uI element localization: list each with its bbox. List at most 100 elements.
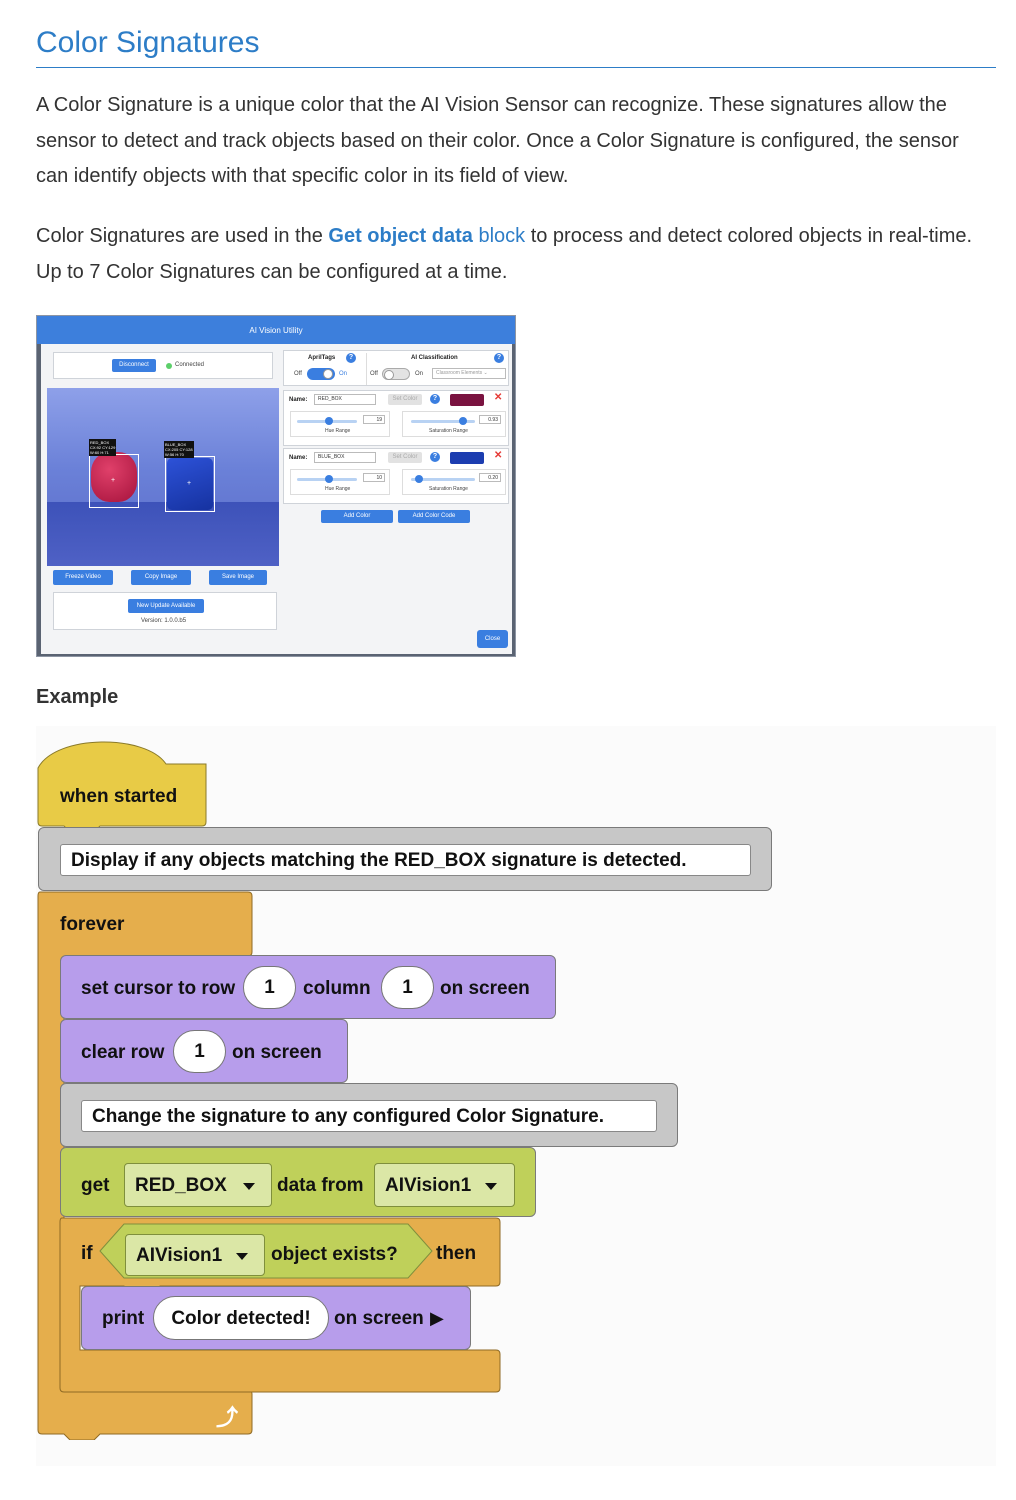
connected-status-label: Connected xyxy=(175,362,205,368)
clear-row-label: clear row xyxy=(81,1042,165,1063)
ai-vision-utility-screenshot: AI Vision Utility Disconnect Connected R… xyxy=(36,315,516,657)
on-screen-label-2: on screen xyxy=(232,1042,322,1063)
usage-text-end: to process and detect colored objects in… xyxy=(36,225,973,283)
sig2-hue-label: Hue Range xyxy=(325,486,351,492)
sig1-hue-slider-knob[interactable] xyxy=(325,417,333,425)
sig1-color-swatch[interactable] xyxy=(450,394,484,406)
comment-2-text[interactable]: Change the signature to any configured C… xyxy=(81,1100,657,1132)
copy-image-button[interactable]: Copy Image xyxy=(131,570,191,585)
apriltags-on-label: On xyxy=(339,371,348,377)
clear-row-input[interactable]: 1 xyxy=(173,1030,226,1073)
loop-arrow-icon: ⤴ xyxy=(216,1405,239,1430)
get-label: get xyxy=(81,1175,110,1196)
usage-text-start: Color Signatures are used in the xyxy=(36,225,329,247)
add-color-code-button[interactable]: Add Color Code xyxy=(398,510,470,523)
sig2-name-label: Name: xyxy=(289,455,308,461)
usage-paragraph: Color Signatures are used in the Get obj… xyxy=(36,219,996,290)
if-label: if xyxy=(81,1243,93,1264)
version-label: Version: 1.0.0.b5 xyxy=(141,618,187,624)
sig2-saturation-box: 0.20 Saturation Range xyxy=(402,469,506,495)
freeze-video-button[interactable]: Freeze Video xyxy=(53,570,113,585)
sig2-saturation-label: Saturation Range xyxy=(429,486,468,492)
print-text-input[interactable]: Color detected! xyxy=(153,1296,329,1340)
ai-class-select[interactable]: Classroom Elements ⌄ xyxy=(432,368,506,379)
toggles-panel: AprilTags ? Off On AI Classification ? O… xyxy=(283,350,509,386)
column-input[interactable]: 1 xyxy=(381,966,434,1009)
apriltags-help-icon[interactable]: ? xyxy=(346,353,356,363)
save-image-button[interactable]: Save Image xyxy=(209,570,267,585)
if-sensor-dropdown[interactable]: AIVision1 xyxy=(125,1234,265,1276)
signature-panel-red: Name: RED_BOX Set Color ? ✕ 19 Hue Range… xyxy=(283,390,509,446)
utility-window-title: AI Vision Utility xyxy=(37,316,515,344)
sig1-saturation-slider-knob[interactable] xyxy=(459,417,467,425)
intro-paragraph: A Color Signature is a unique color that… xyxy=(36,94,959,187)
add-color-button[interactable]: Add Color xyxy=(321,510,393,523)
disconnect-button[interactable]: Disconnect xyxy=(112,359,156,372)
red-box-center-marker-icon: + xyxy=(111,477,116,484)
sig2-set-color-button[interactable]: Set Color xyxy=(388,452,422,463)
set-cursor-block[interactable] xyxy=(60,955,556,1019)
sig2-delete-icon[interactable]: ✕ xyxy=(494,450,503,461)
connected-status-dot-icon xyxy=(166,363,172,369)
title-divider xyxy=(36,67,996,68)
sensor-dropdown[interactable]: AIVision1 xyxy=(374,1163,515,1207)
toggle-divider xyxy=(366,353,367,385)
get-object-data-link[interactable]: Get object data block xyxy=(328,225,526,247)
sig1-name-input[interactable]: RED_BOX xyxy=(314,394,376,405)
ai-class-on-label: On xyxy=(415,371,424,377)
sig1-saturation-label: Saturation Range xyxy=(429,428,468,434)
signature-dropdown[interactable]: RED_BOX xyxy=(124,1163,272,1207)
forever-block[interactable] xyxy=(36,890,256,1440)
apriltags-off-label: Off xyxy=(294,371,302,377)
sig2-name-input[interactable]: BLUE_BOX xyxy=(314,452,376,463)
example-heading: Example xyxy=(36,686,119,708)
apriltags-toggle[interactable] xyxy=(307,368,335,380)
ai-classification-help-icon[interactable]: ? xyxy=(494,353,504,363)
sig1-set-color-button[interactable]: Set Color xyxy=(388,394,422,405)
blue-box-object xyxy=(167,458,213,510)
on-screen-label-3: on screen xyxy=(334,1308,424,1329)
connection-panel: Disconnect Connected xyxy=(53,352,273,379)
update-panel: New Update Available Version: 1.0.0.b5 xyxy=(53,592,277,630)
sig1-help-icon[interactable]: ? xyxy=(430,394,440,404)
sig1-saturation-value[interactable]: 0.93 xyxy=(479,415,501,424)
sig1-saturation-box: 0.93 Saturation Range xyxy=(402,411,506,437)
apriltags-label: AprilTags xyxy=(308,355,336,361)
forever-label: forever xyxy=(60,914,125,935)
sig1-hue-value[interactable]: 19 xyxy=(363,415,385,424)
sig2-saturation-value[interactable]: 0.20 xyxy=(479,473,501,482)
sig1-delete-icon[interactable]: ✕ xyxy=(494,392,503,403)
when-started-hat-block[interactable] xyxy=(36,738,212,830)
chevron-down-icon xyxy=(236,1253,248,1260)
chevron-down-icon xyxy=(243,1183,255,1190)
sig2-saturation-slider[interactable] xyxy=(411,478,475,481)
page-title: Color Signatures xyxy=(36,26,260,59)
sig2-hue-slider-knob[interactable] xyxy=(325,475,333,483)
comment-1-text[interactable]: Display if any objects matching the RED_… xyxy=(60,844,751,876)
object-exists-label: object exists? xyxy=(271,1244,398,1265)
sig2-help-icon[interactable]: ? xyxy=(430,452,440,462)
expand-arrow-icon[interactable]: ▶ xyxy=(430,1308,444,1328)
sig2-hue-box: 10 Hue Range xyxy=(290,469,390,495)
row-input[interactable]: 1 xyxy=(243,966,296,1009)
ai-classification-label: AI Classification xyxy=(411,355,458,361)
sig1-saturation-slider[interactable] xyxy=(411,420,475,423)
print-label: print xyxy=(102,1308,145,1329)
when-started-label: when started xyxy=(60,786,178,807)
sig1-hue-label: Hue Range xyxy=(325,428,351,434)
blue-box-center-marker-icon: + xyxy=(187,480,192,487)
on-screen-label-1: on screen xyxy=(440,978,530,999)
update-available-button[interactable]: New Update Available xyxy=(128,599,204,613)
ai-classification-toggle[interactable] xyxy=(382,368,410,380)
close-button[interactable]: Close xyxy=(477,630,508,648)
sig1-name-label: Name: xyxy=(289,397,308,403)
signature-panel-blue: Name: BLUE_BOX Set Color ? ✕ 10 Hue Rang… xyxy=(283,448,509,504)
sig2-color-swatch[interactable] xyxy=(450,452,484,464)
sig2-saturation-slider-knob[interactable] xyxy=(415,475,423,483)
column-label: column xyxy=(303,978,371,999)
sig2-hue-value[interactable]: 10 xyxy=(363,473,385,482)
